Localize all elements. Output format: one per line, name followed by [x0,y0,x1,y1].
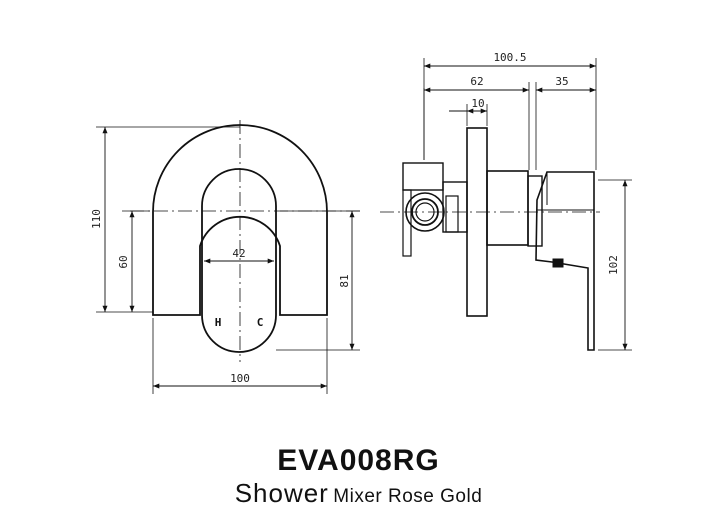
side-lever [535,171,595,351]
side-body-block [486,170,529,246]
product-title-main: Shower [234,478,329,508]
front-plate-outline [152,124,328,316]
side-wall-plate [466,127,488,317]
side-neck [527,175,543,247]
side-view [380,58,632,351]
dim-plate-height: 81 [338,274,351,287]
product-model: EVA008RG [277,444,440,477]
dim-lever-depth: 35 [555,75,568,88]
product-title-rest: Mixer Rose Gold [333,486,483,507]
hot-label: H [215,316,222,329]
dim-overall-height: 110 [90,209,103,229]
dim-body-depth: 62 [470,75,483,88]
dim-lower-height: 60 [117,255,130,268]
dim-overall-width: 100 [230,372,250,385]
front-handle-outline [201,168,277,353]
dim-handle-width: 42 [232,247,245,260]
cold-label: C [257,316,264,329]
dim-overall-depth: 100.5 [493,51,526,64]
front-view [96,120,360,394]
product-description: Shower Mixer Rose Gold [0,478,717,509]
dim-plate-thickness: 10 [471,97,484,110]
side-inlet-body [402,162,444,191]
dim-lever-height: 102 [607,255,620,275]
